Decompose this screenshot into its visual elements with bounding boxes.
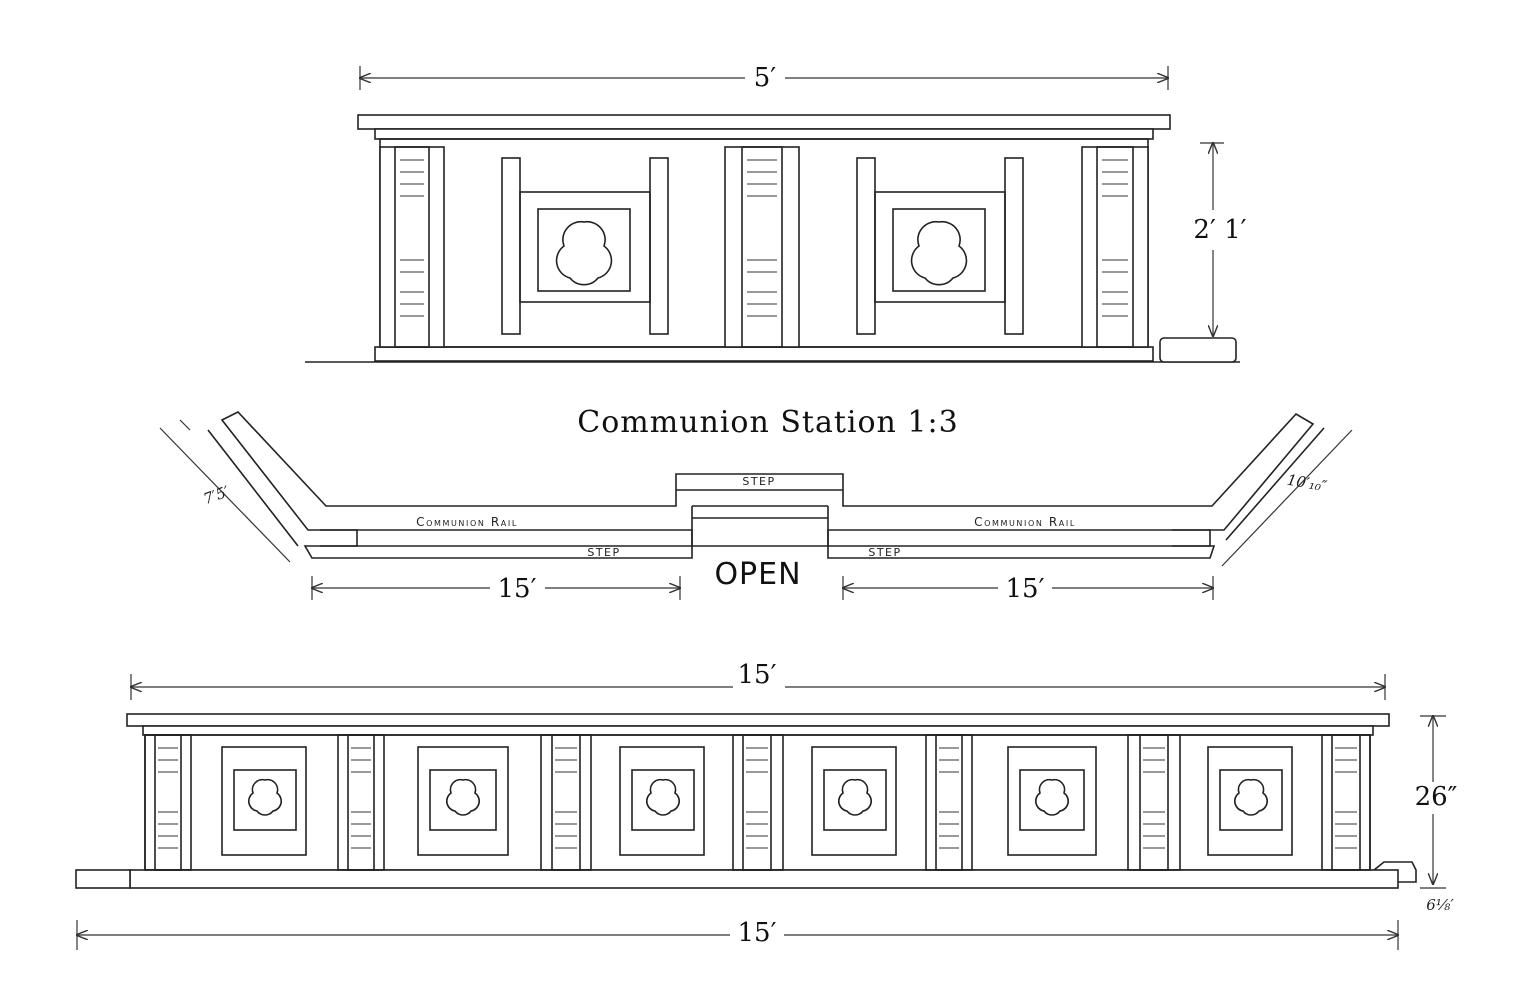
bottom-width-label-bottom: 15′ xyxy=(738,918,777,948)
bottom-slab xyxy=(126,713,1390,727)
bottom-height-label: 26″ xyxy=(1415,782,1458,812)
top-elevation: 5′ xyxy=(305,63,1247,363)
drawing-title: Communion Station 1:3 xyxy=(577,405,958,440)
plan-right-angle-label: 10′₁₀″ xyxy=(1286,471,1329,496)
top-right-panel xyxy=(856,157,1024,335)
top-width-label: 5′ xyxy=(754,63,777,93)
plan-left-angle-label: 7′5′ xyxy=(201,482,232,508)
top-base xyxy=(374,346,1154,362)
bottom-base-label: 6⅛′ xyxy=(1426,896,1454,914)
plan-center-step-label: STEP xyxy=(742,475,775,488)
top-step-block xyxy=(1159,337,1237,363)
bottom-pilasters xyxy=(144,734,1371,871)
top-height-dimension: 2′ 1′ xyxy=(1193,143,1247,336)
bottom-panels xyxy=(221,746,1293,856)
plan-right-step xyxy=(827,545,1216,559)
plan-open-label: OPEN xyxy=(714,557,801,592)
plan-right-length-label: 15′ xyxy=(1006,574,1045,604)
top-slab xyxy=(357,114,1171,130)
bottom-width-label-top: 15′ xyxy=(738,660,777,690)
plan-left-step-label: STEP xyxy=(587,546,620,559)
top-height-label: 2′ 1′ xyxy=(1193,215,1246,245)
bottom-height-dim: 26″ 6⅛′ xyxy=(1415,716,1458,914)
plan-left-rail-label: Communion Rail xyxy=(416,515,518,529)
top-width-dimension: 5′ xyxy=(360,63,1168,93)
plan-left-length-dim: 15′ xyxy=(312,574,680,604)
top-left-panel xyxy=(501,157,669,335)
bottom-body xyxy=(144,734,1371,871)
plan-right-angle-dim xyxy=(1221,429,1353,567)
bottom-width-dim-top: 15′ xyxy=(131,660,1385,700)
bottom-left-step xyxy=(75,869,131,889)
bottom-elevation: 15′ xyxy=(75,660,1458,950)
plan-right-rail-label: Communion Rail xyxy=(974,515,1076,529)
plan-left-length-label: 15′ xyxy=(498,574,537,604)
plan-right-length-dim: 15′ xyxy=(843,574,1213,604)
plan-left-step xyxy=(303,545,693,559)
top-pilasters xyxy=(379,146,1149,348)
plan-right-step-label: STEP xyxy=(868,546,901,559)
plan-left-angle-dim xyxy=(159,427,291,563)
bottom-base xyxy=(129,869,1399,889)
plan-view: STEP STEP STEP Communion Rail Communion … xyxy=(159,411,1353,604)
bottom-width-dim-bottom: 15′ xyxy=(77,918,1398,950)
